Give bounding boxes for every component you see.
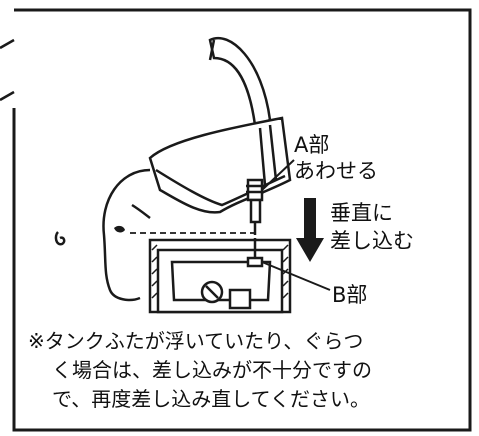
tank-body [148, 238, 292, 314]
note-line-3: で、再度差し込み直してください。 [52, 387, 370, 411]
panel-frame [0, 8, 472, 432]
faucet-spout [208, 37, 272, 127]
part-b-leader [261, 261, 331, 291]
down-arrow-icon [296, 198, 324, 262]
label-vertical-2: 差し込む [330, 229, 414, 253]
face-outline [54, 168, 151, 302]
label-align: あわせる [294, 159, 378, 183]
eye [114, 225, 125, 233]
note-line-1: ※タンクふたが浮いていたり、ぐらつ [28, 329, 364, 353]
tank-hatching [151, 244, 289, 299]
note-line-2: く場合は、差し込みが不十分ですの [52, 358, 372, 382]
label-vertical-1: 垂直に [330, 201, 393, 225]
label-part-b: B部 [332, 283, 368, 307]
label-part-a: A部 [294, 133, 330, 157]
part-a-leader [261, 159, 295, 191]
hand-wash-bowl [148, 116, 292, 214]
connector-pipe [246, 178, 264, 235]
